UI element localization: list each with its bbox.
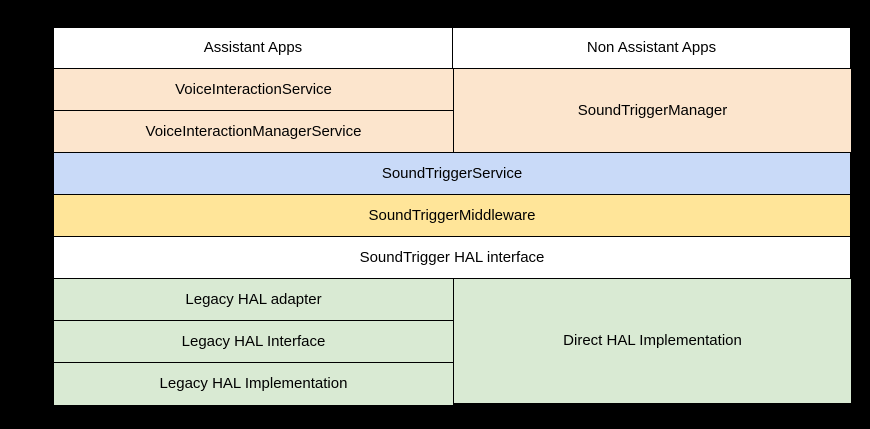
- block-sound-trigger-hal-interface: SoundTrigger HAL interface: [54, 237, 850, 279]
- block-legacy-hal-implementation: Legacy HAL Implementation: [54, 363, 453, 405]
- app-services-left-column: VoiceInteractionService VoiceInteraction…: [54, 69, 454, 153]
- column-header-assistant-apps: Assistant Apps: [54, 28, 453, 69]
- column-header-non-assistant-apps: Non Assistant Apps: [453, 28, 850, 69]
- block-sound-trigger-middleware: SoundTriggerMiddleware: [54, 195, 850, 237]
- block-legacy-hal-adapter: Legacy HAL adapter: [54, 279, 453, 321]
- hal-interface-layer-row: SoundTrigger HAL interface: [54, 237, 850, 279]
- hal-implementations-section: Legacy HAL adapter Legacy HAL Interface …: [54, 279, 851, 405]
- service-layer-row: SoundTriggerService: [54, 153, 850, 195]
- block-legacy-hal-interface: Legacy HAL Interface: [54, 321, 453, 363]
- block-voice-interaction-service: VoiceInteractionService: [54, 69, 453, 111]
- soundtrigger-stack-diagram: Assistant Apps Non Assistant Apps VoiceI…: [53, 27, 851, 405]
- block-sound-trigger-manager: SoundTriggerManager: [454, 69, 851, 153]
- block-direct-hal-implementation: Direct HAL Implementation: [454, 279, 851, 403]
- middleware-layer-row: SoundTriggerMiddleware: [54, 195, 850, 237]
- block-voice-interaction-manager-service: VoiceInteractionManagerService: [54, 111, 453, 153]
- hal-implementations-left-column: Legacy HAL adapter Legacy HAL Interface …: [54, 279, 454, 405]
- app-services-section: VoiceInteractionService VoiceInteraction…: [54, 69, 851, 153]
- block-sound-trigger-service: SoundTriggerService: [54, 153, 850, 195]
- diagram-header-row: Assistant Apps Non Assistant Apps: [54, 28, 850, 69]
